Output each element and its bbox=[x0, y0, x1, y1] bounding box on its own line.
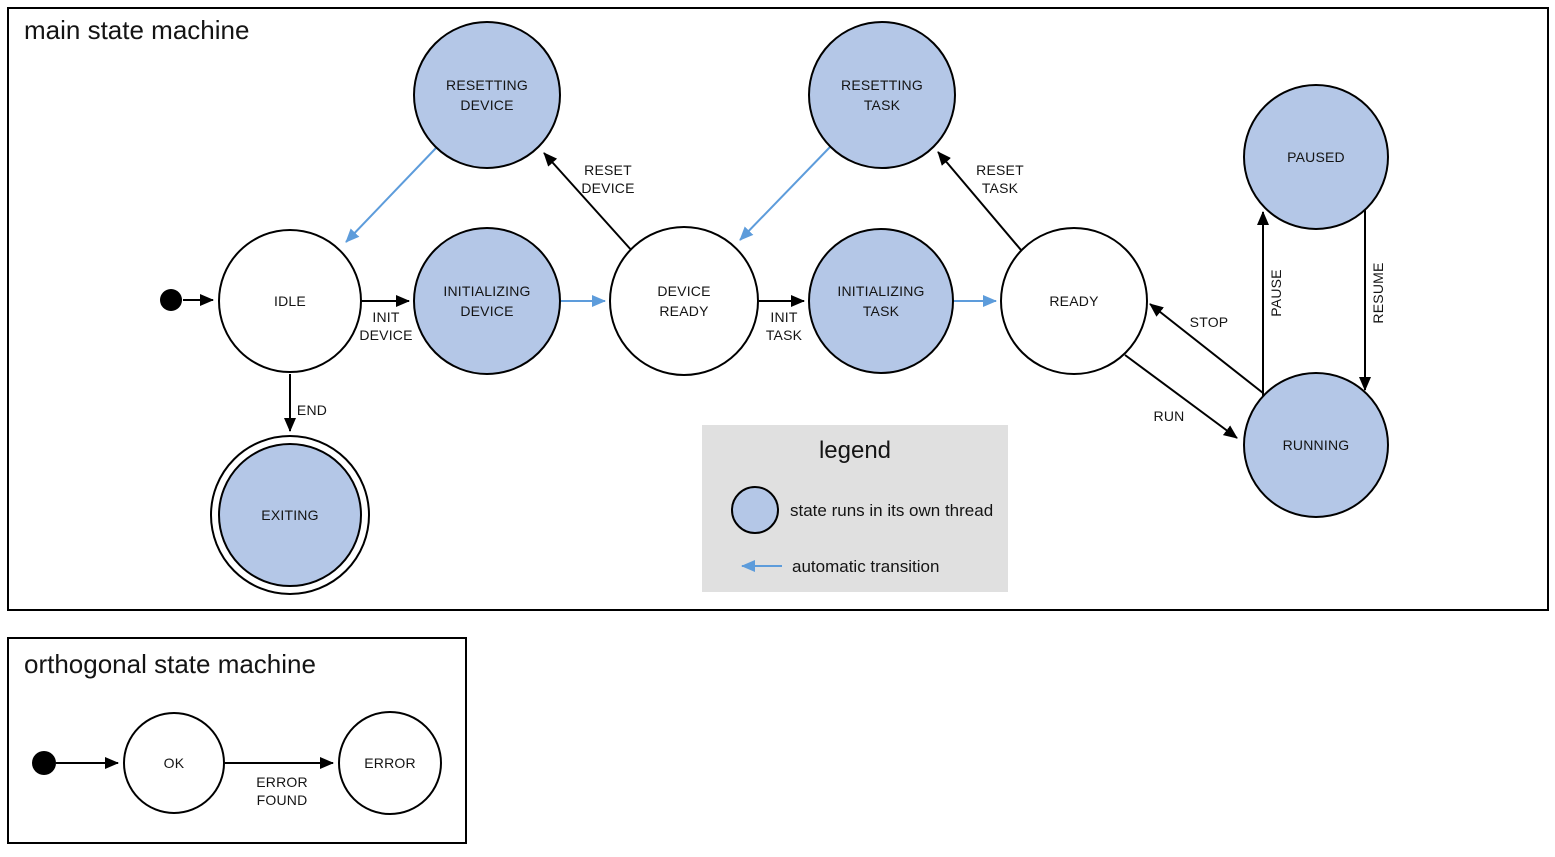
legend-thread-label: state runs in its own thread bbox=[790, 501, 993, 520]
orthogonal-state-machine-title: orthogonal state machine bbox=[24, 649, 316, 679]
transition-ready-to-resetting-task bbox=[937, 151, 1022, 251]
state-resetting-task-label-line2: TASK bbox=[864, 97, 901, 113]
state-resetting-device-label-line1: RESETTING bbox=[446, 77, 528, 93]
state-running-label: RUNNING bbox=[1283, 437, 1350, 453]
label-init-device-line2: DEVICE bbox=[359, 327, 412, 343]
state-idle-label: IDLE bbox=[274, 293, 306, 309]
label-error-found-line1: ERROR bbox=[256, 774, 308, 790]
legend-thread-state-icon bbox=[731, 486, 779, 534]
state-ok-label: OK bbox=[164, 755, 185, 771]
label-reset-task-line1: RESET bbox=[976, 162, 1024, 178]
label-end: END bbox=[297, 402, 327, 418]
label-pause: PAUSE bbox=[1268, 269, 1284, 316]
label-init-task-line1: INIT bbox=[770, 309, 797, 325]
transition-device-ready-to-resetting-device bbox=[543, 152, 634, 253]
label-init-device-line1: INIT bbox=[372, 309, 399, 325]
label-resume: RESUME bbox=[1370, 262, 1386, 323]
state-ready-label: READY bbox=[1049, 293, 1099, 309]
transition-resetting-task-to-device-ready-auto bbox=[739, 146, 831, 241]
state-resetting-device-circle bbox=[413, 21, 561, 169]
label-run: RUN bbox=[1154, 408, 1185, 424]
label-reset-task-line2: TASK bbox=[982, 180, 1019, 196]
state-resetting-task-circle bbox=[808, 21, 956, 169]
label-reset-device-line2: DEVICE bbox=[581, 180, 634, 196]
legend-auto-label: automatic transition bbox=[792, 557, 939, 576]
state-paused-label: PAUSED bbox=[1287, 149, 1345, 165]
initial-state-dot bbox=[160, 289, 182, 311]
label-stop: STOP bbox=[1190, 314, 1229, 330]
transition-running-to-ready-stop bbox=[1149, 303, 1264, 394]
transition-resetting-device-to-idle-auto bbox=[345, 147, 437, 243]
state-resetting-device-label-line2: DEVICE bbox=[460, 97, 513, 113]
state-resetting-task-label-line1: RESETTING bbox=[841, 77, 923, 93]
state-idle-circle bbox=[218, 229, 362, 373]
main-state-machine-title: main state machine bbox=[24, 15, 249, 45]
label-init-task-line2: TASK bbox=[766, 327, 803, 343]
transition-ready-to-running-run bbox=[1124, 354, 1238, 439]
state-initializing-task-label-line2: TASK bbox=[863, 303, 900, 319]
state-initializing-task-circle bbox=[808, 228, 954, 374]
state-device-ready-circle bbox=[609, 226, 759, 376]
state-initializing-device-label-line2: DEVICE bbox=[460, 303, 513, 319]
state-initializing-device-label-line1: INITIALIZING bbox=[443, 283, 530, 299]
state-exiting-label: EXITING bbox=[261, 507, 318, 523]
state-initializing-task-label-line1: INITIALIZING bbox=[837, 283, 924, 299]
state-paused-circle bbox=[1243, 84, 1389, 230]
state-running-circle bbox=[1243, 372, 1389, 518]
label-reset-device-line1: RESET bbox=[584, 162, 632, 178]
state-device-ready-label-line2: READY bbox=[659, 303, 709, 319]
ortho-initial-state-dot bbox=[32, 751, 56, 775]
state-exiting-inner-circle bbox=[218, 443, 362, 587]
state-error-label: ERROR bbox=[364, 755, 416, 771]
state-error-circle bbox=[338, 711, 442, 815]
legend-title: legend bbox=[819, 437, 891, 464]
label-error-found-line2: FOUND bbox=[257, 792, 308, 808]
state-ready-circle bbox=[1000, 227, 1148, 375]
state-ok-circle bbox=[123, 712, 225, 814]
state-initializing-device-circle bbox=[413, 227, 561, 375]
state-device-ready-label-line1: DEVICE bbox=[657, 283, 710, 299]
